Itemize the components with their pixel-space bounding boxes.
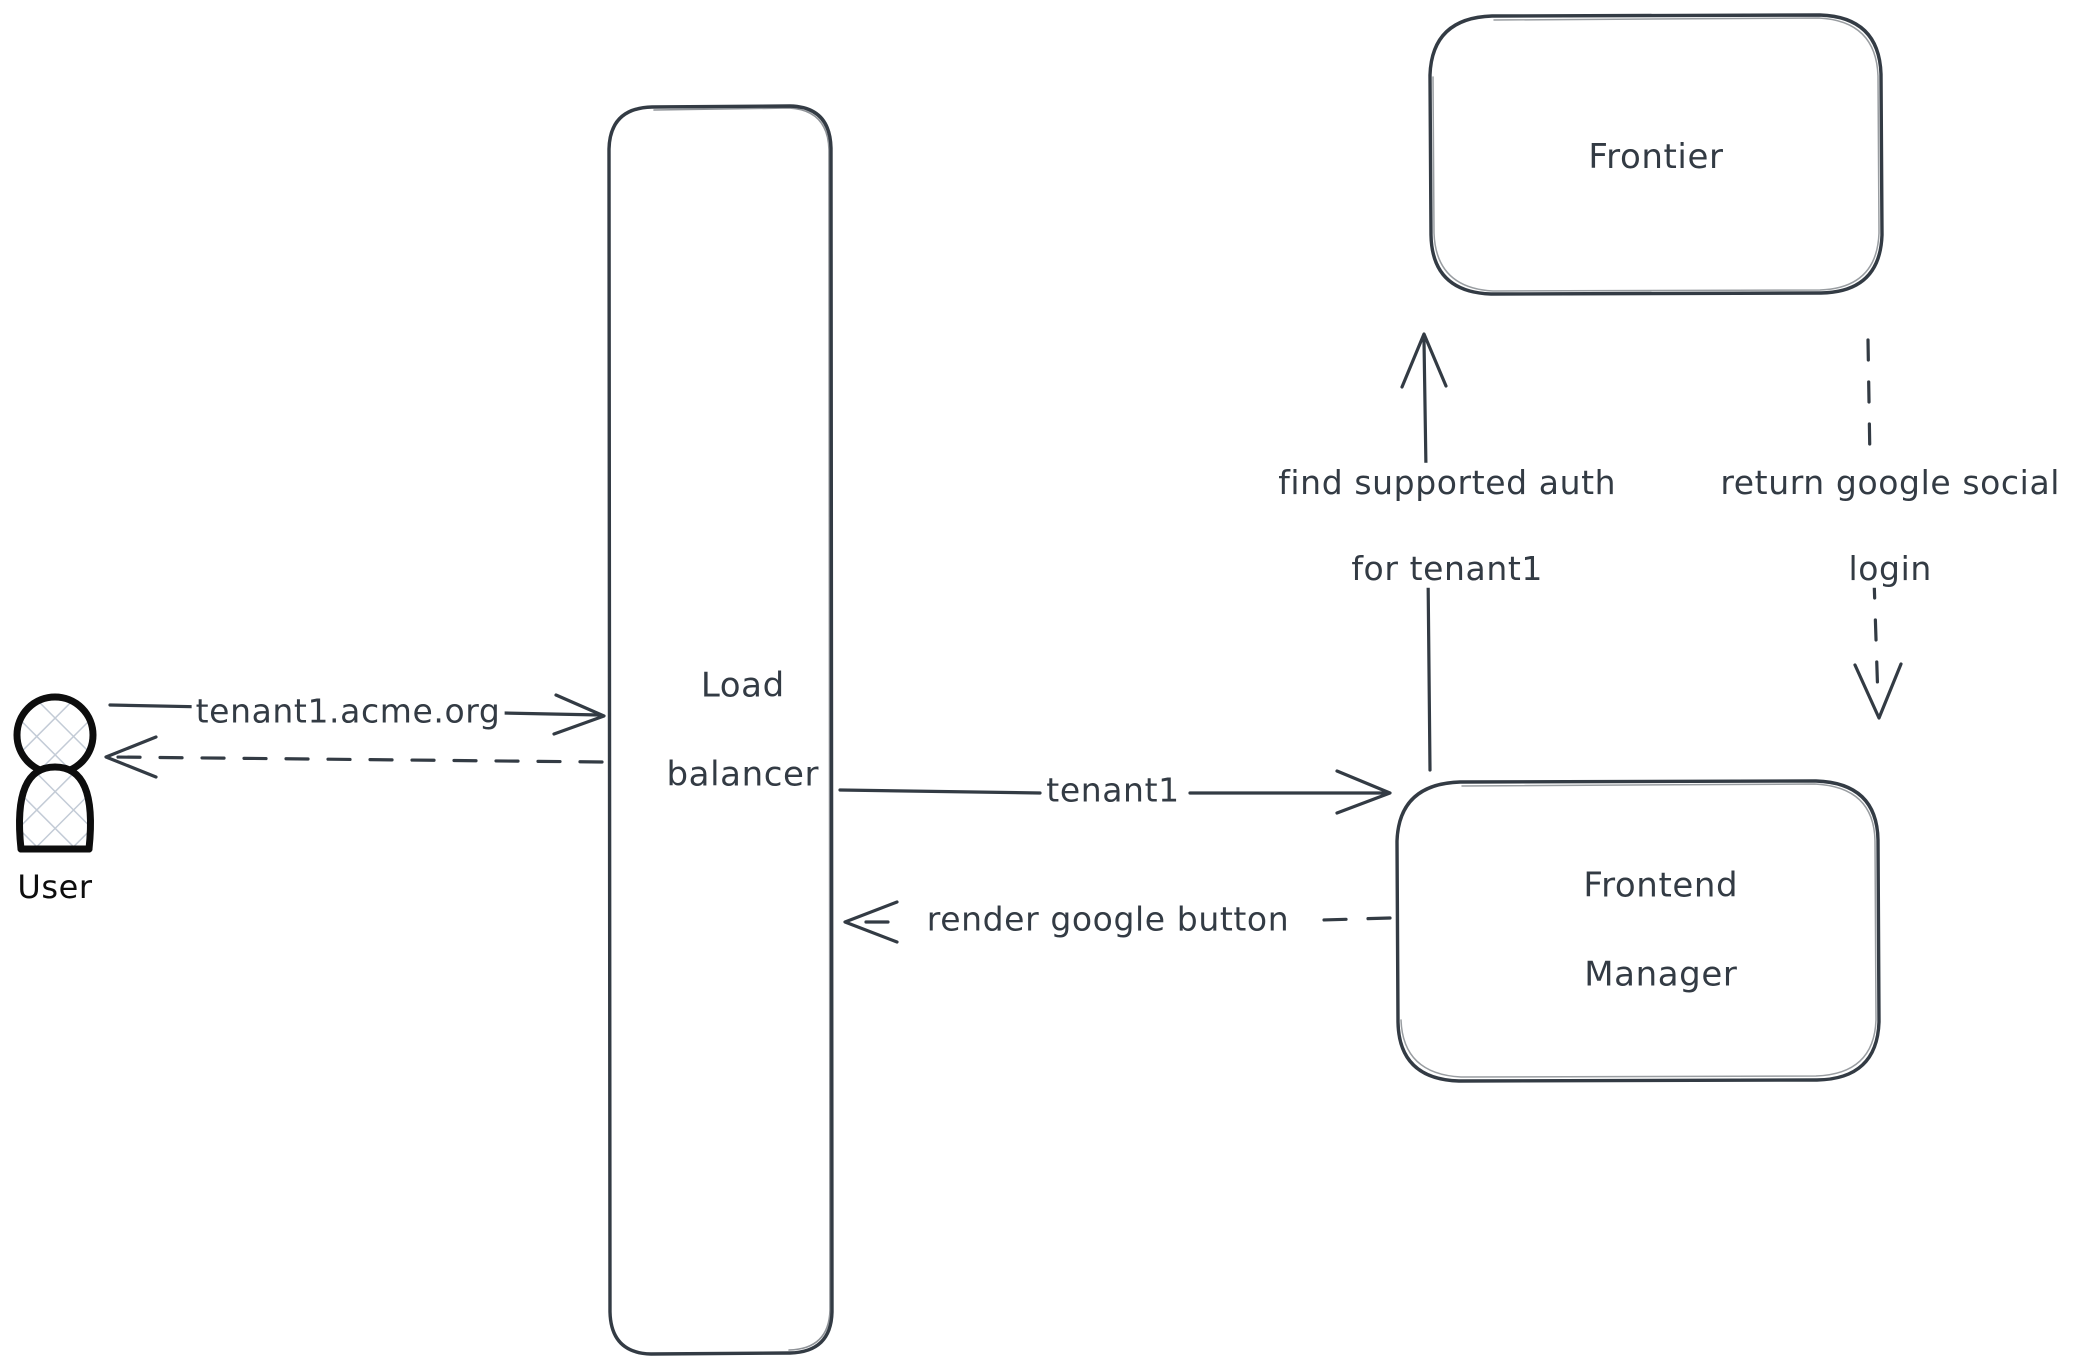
edge-fm-to-lb [843,900,1392,944]
actor-user-icon[interactable] [13,693,97,853]
edge-fm-to-frontier [1400,332,1448,772]
node-frontend-manager[interactable] [1395,779,1881,1083]
node-load-balancer[interactable] [607,104,834,1356]
edge-user-to-lb [108,693,606,736]
edge-frontier-to-fm [1853,338,1903,720]
edge-lb-to-fm [838,769,1392,815]
edge-lb-to-user [104,735,604,779]
node-frontier[interactable] [1428,13,1884,296]
